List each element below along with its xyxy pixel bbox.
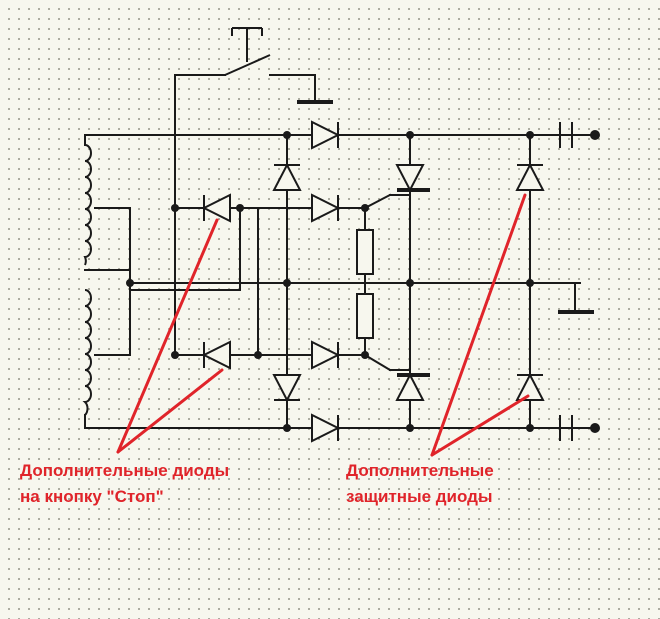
junction-dots	[126, 130, 600, 433]
annotation-protection-line-2: защитные диоды	[346, 487, 493, 506]
annotation-stop-line-1: Дополнительные диоды	[20, 461, 230, 480]
annotation-stop-line-2: на кнопку "Стоп"	[20, 487, 164, 506]
annotation-pointers	[116, 193, 530, 457]
annotation-stop-diodes: Дополнительные диоды на кнопку "Стоп"	[20, 458, 229, 510]
annotation-protection-diodes: Дополнительные защитные диоды	[346, 458, 494, 510]
annotation-protection-line-1: Дополнительные	[346, 461, 494, 480]
transformer-coil	[82, 144, 92, 416]
capacitors	[559, 122, 573, 441]
wires	[84, 74, 596, 429]
resistors	[356, 229, 374, 339]
diodes	[201, 120, 545, 443]
push-button-stop	[224, 27, 333, 104]
